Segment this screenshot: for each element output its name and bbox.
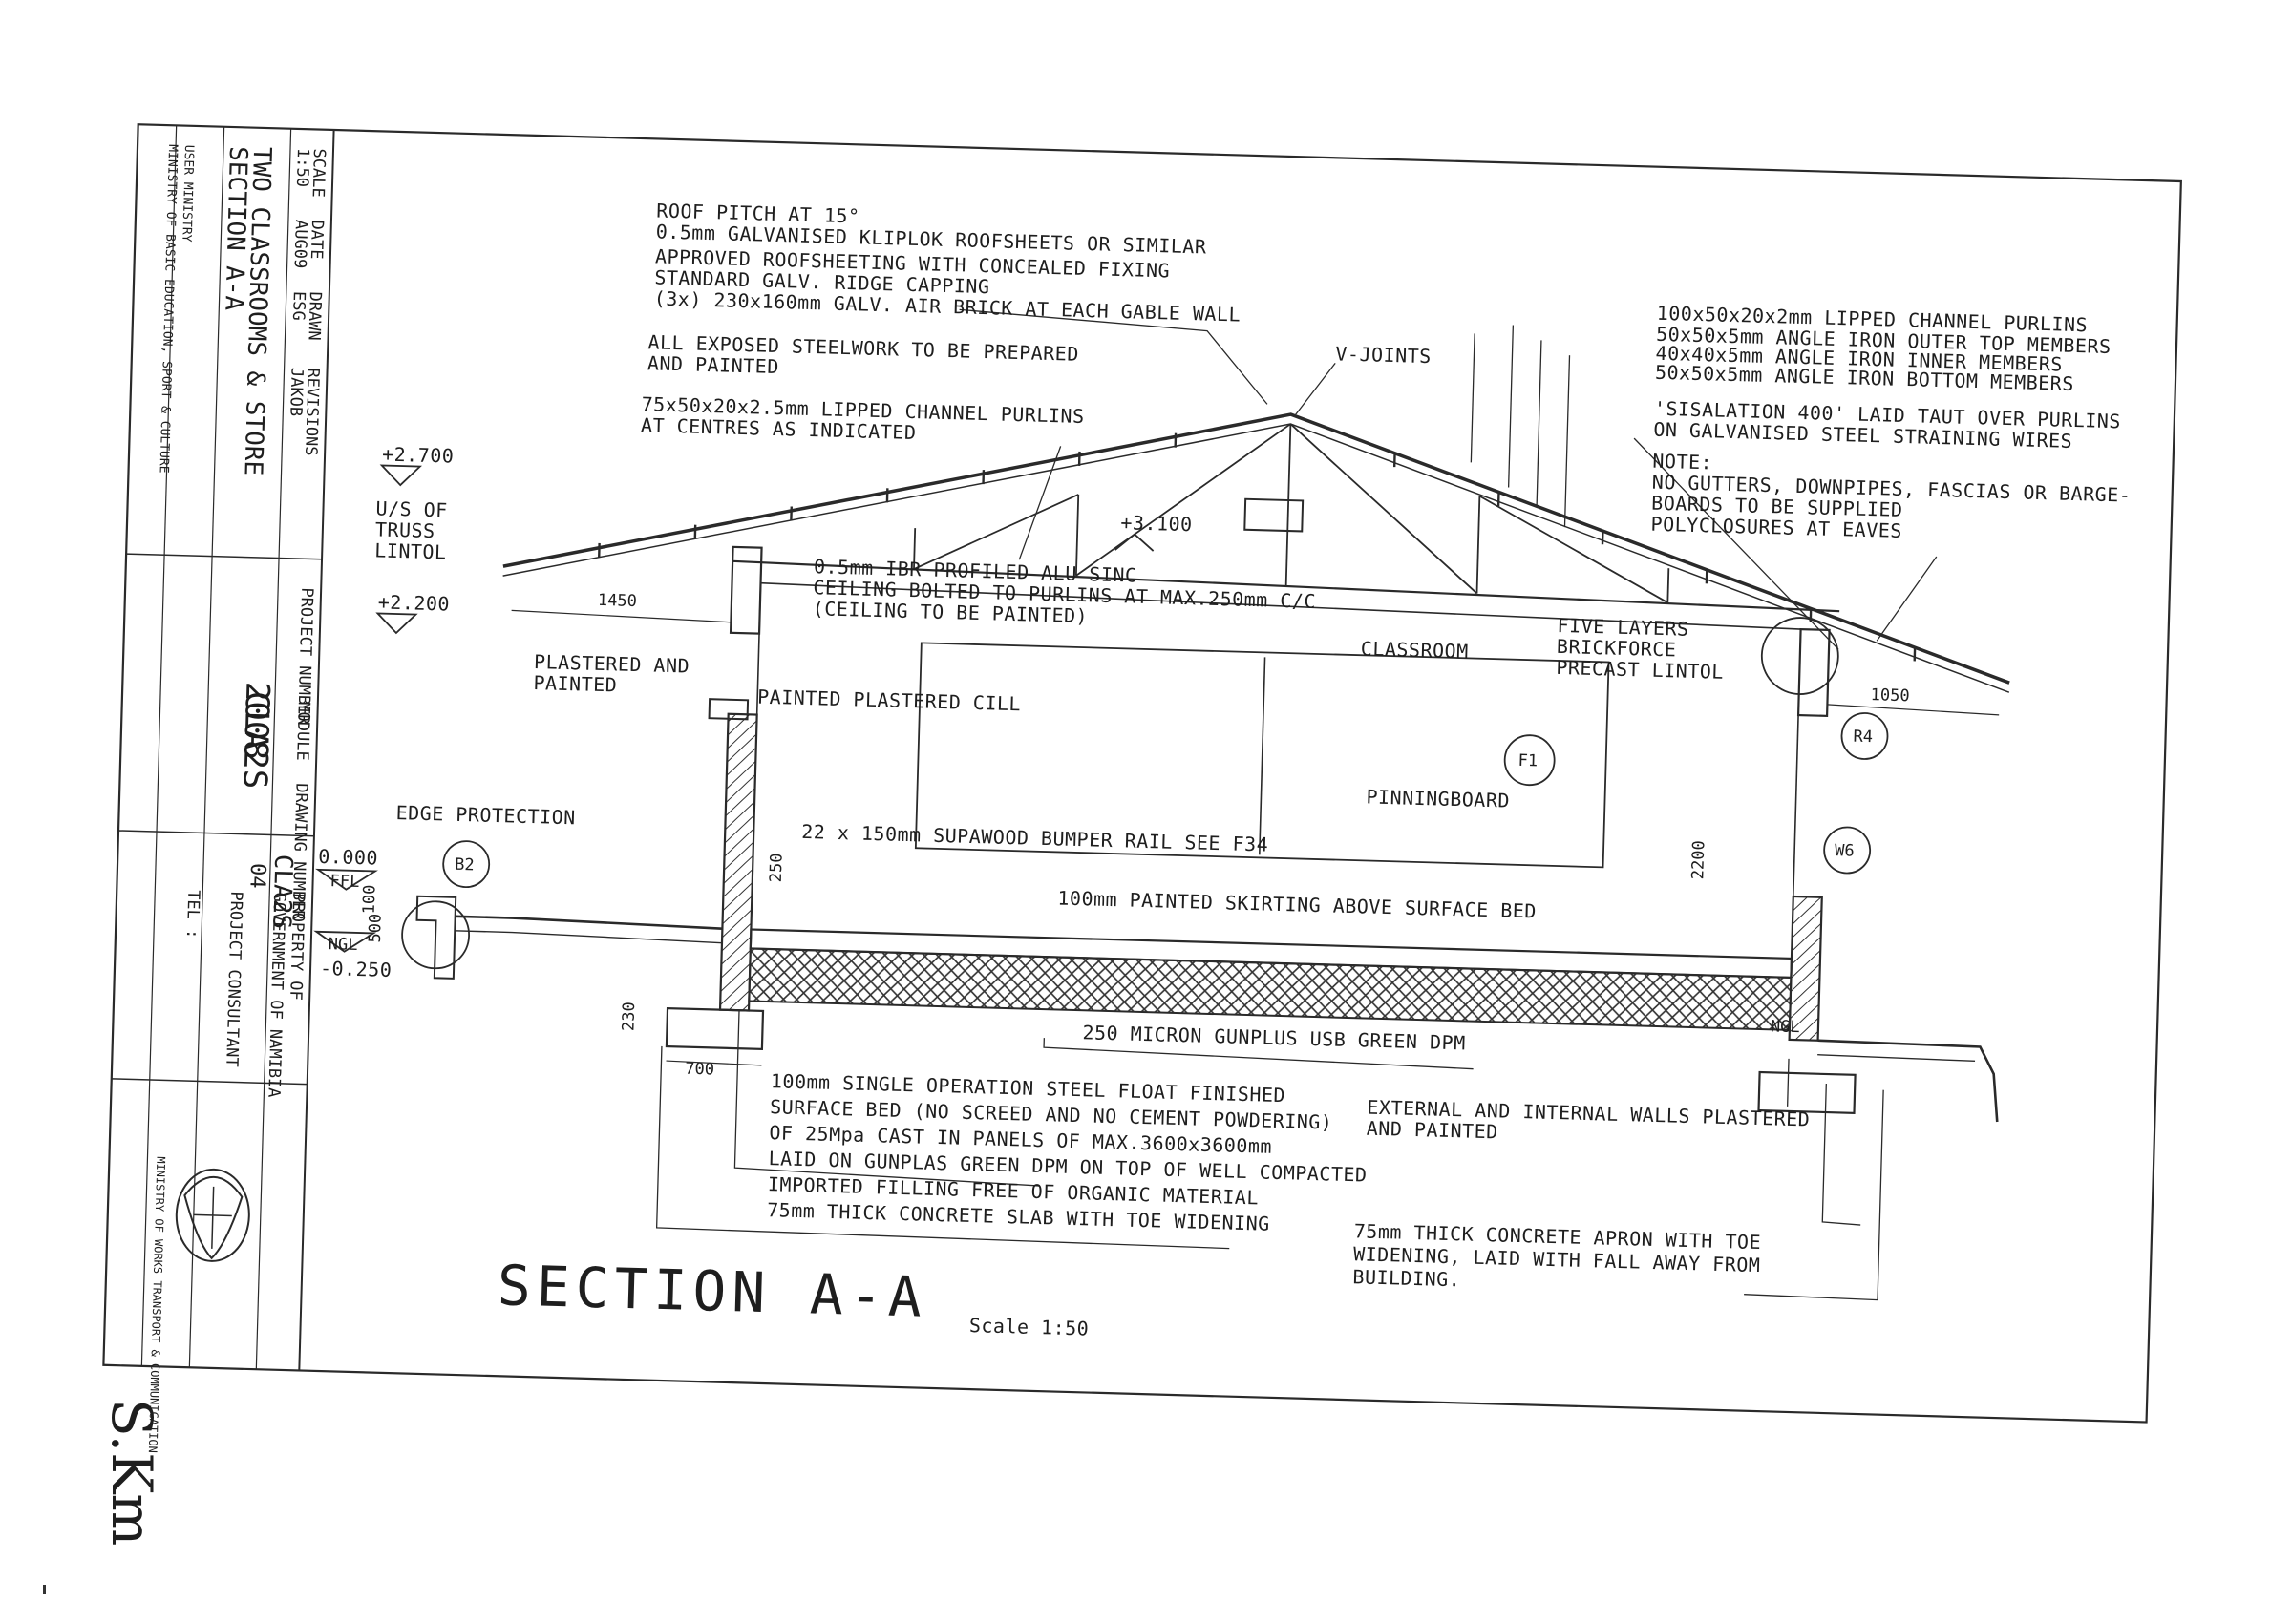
client-line2: MINISTRY OF BASIC EDUCATION, SPORT & CUL… — [156, 144, 180, 474]
ngl-right-label: NGL — [1771, 1017, 1800, 1037]
ngl-label: NGL — [329, 935, 358, 955]
title-block: SCALE DATE DRAWN REVISIONS 1:50 AUG09 ES… — [101, 124, 334, 1457]
section-scale: Scale 1:50 — [969, 1314, 1090, 1339]
section-heading: SECTION A-A — [497, 1253, 928, 1330]
drawing-sheet: 04 — [244, 863, 269, 889]
annotations: ROOF PITCH AT 15° 0.5mm GALVANISED KLIPL… — [306, 190, 2138, 1368]
module-value: CLA2S — [235, 690, 276, 789]
drawing-title-line2: SECTION A-A — [219, 146, 252, 311]
tag-f1: F1 — [1517, 751, 1538, 771]
skirting-note: 100mm PAINTED SKIRTING ABOVE SURFACE BED — [1057, 886, 1537, 922]
steelwork-note-2: AND PAINTED — [647, 351, 780, 378]
dim-250: 250 — [767, 853, 787, 882]
dim-500: 500 — [366, 914, 386, 943]
tel-label: TEL : — [182, 890, 202, 939]
dim-230: 230 — [619, 1002, 639, 1031]
scan-mark — [43, 1585, 46, 1594]
module-label: MODULE — [292, 702, 313, 761]
walls-note-2: AND PAINTED — [1366, 1117, 1498, 1144]
tag-w6: W6 — [1835, 841, 1855, 861]
dim-2200: 2200 — [1688, 840, 1708, 879]
dpm-note: 250 MICRON GUNPLUS USB GREEN DPM — [1082, 1021, 1466, 1054]
handwritten-initials: S.Km — [99, 1399, 164, 1546]
ministry-crest-icon — [175, 1169, 250, 1262]
ngl-value: -0.250 — [320, 957, 393, 981]
level-2200: +2.200 — [377, 590, 450, 615]
pinboard-label: PINNINGBOARD — [1366, 785, 1510, 812]
truss-level-3: LINTOL — [374, 538, 447, 563]
dim-1050: 1050 — [1870, 685, 1909, 706]
v-joints-note: V-JOINTS — [1335, 342, 1432, 368]
dim-100: 100 — [360, 884, 380, 914]
tag-b2: B2 — [455, 855, 475, 875]
dim-1450: 1450 — [598, 591, 637, 611]
level-2700: +2.700 — [382, 443, 455, 468]
ffl-value: 0.000 — [318, 845, 378, 870]
client-line1: USER MINISTRY — [179, 145, 196, 243]
tag-r4: R4 — [1853, 728, 1873, 748]
ffl-label: FFL — [329, 872, 359, 892]
consultant-label: PROJECT CONSULTANT — [222, 891, 245, 1067]
lintol-note-3: PRECAST LINTOL — [1556, 656, 1724, 684]
apron-note-3: BUILDING. — [1352, 1265, 1461, 1291]
room-label-classroom: CLASSROOM — [1361, 637, 1470, 663]
cill-note: PAINTED PLASTERED CILL — [757, 685, 1021, 716]
edge-protection-note: EDGE PROTECTION — [395, 801, 576, 829]
scale-value: 1:50 — [292, 148, 312, 187]
drawn-value: ESG — [288, 291, 308, 321]
date-value: AUG09 — [290, 220, 310, 269]
revisions-value: JAKOB — [286, 368, 306, 417]
plastered-note-2: PAINTED — [533, 671, 617, 696]
level-3100: +3.100 — [1120, 511, 1193, 536]
